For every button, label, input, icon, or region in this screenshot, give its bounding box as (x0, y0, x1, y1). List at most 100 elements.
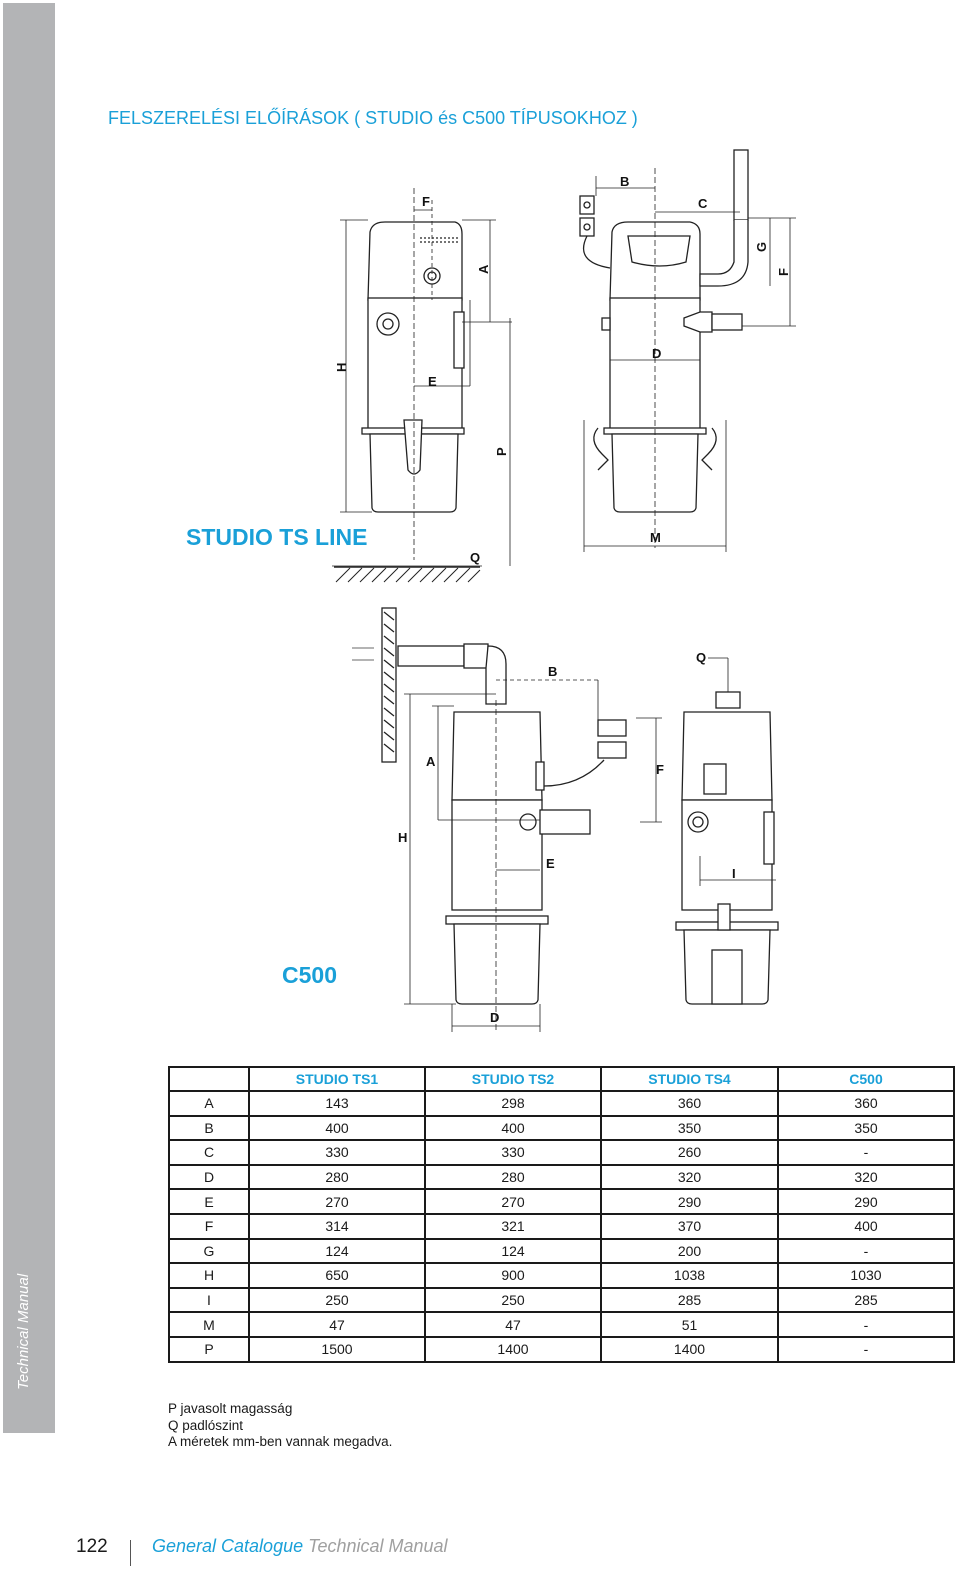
table-cell: H (168, 1262, 250, 1289)
sidebar-label: Technical Manual (15, 1273, 32, 1390)
installation-drawing: F A H E P Q B C G F D M B Q A F H E I D (332, 149, 796, 1032)
table-cell: 1038 (600, 1262, 779, 1289)
table-cell: 200 (600, 1237, 779, 1265)
table-cell: 250 (424, 1286, 602, 1314)
dim-label: H (334, 363, 349, 372)
dim-label: C (698, 196, 708, 211)
dim-label: F (656, 762, 664, 777)
footnotes: P javasolt magasság Q padlószint A méret… (168, 1401, 392, 1451)
table-cell: 124 (424, 1237, 602, 1265)
section-title-studio-ts: STUDIO TS LINE (186, 524, 368, 550)
table-cell: 350 (777, 1114, 955, 1142)
dim-label: D (490, 1010, 499, 1025)
dim-label: E (546, 856, 555, 871)
dim-label: A (426, 754, 436, 769)
footer-catalogue: General Catalogue (152, 1536, 304, 1556)
table-cell: 314 (248, 1212, 426, 1240)
table-cell: 270 (424, 1188, 602, 1215)
studio-ts-front-dimensions (583, 168, 796, 552)
footnote: P javasolt magasság (168, 1401, 293, 1416)
table-cell: 1030 (777, 1262, 955, 1289)
table-cell: - (777, 1139, 955, 1166)
table-cell: 285 (777, 1286, 955, 1314)
table-cell: E (168, 1188, 250, 1215)
table-header: C500 (777, 1066, 955, 1092)
table-cell: B (168, 1114, 250, 1142)
table-header: STUDIO TS1 (248, 1066, 426, 1092)
table-header: STUDIO TS4 (600, 1066, 779, 1092)
table-cell: 360 (600, 1090, 779, 1117)
dim-label: B (548, 664, 557, 679)
dim-label: A (476, 264, 491, 274)
sidebar-band (3, 3, 55, 1433)
studio-ts-front-unit (579, 149, 749, 513)
footer-title: General Catalogue Technical Manual (152, 1536, 448, 1557)
footer-divider (130, 1540, 131, 1566)
section-title-c500: C500 (282, 962, 337, 988)
table-cell: F (168, 1212, 250, 1240)
table-cell: 1400 (424, 1335, 602, 1363)
footnote: Q padlószint (168, 1417, 244, 1433)
c500-side-dimensions (404, 679, 662, 1032)
table-cell: 400 (424, 1114, 602, 1142)
table-cell: 350 (600, 1114, 779, 1142)
table-cell: A (168, 1090, 250, 1117)
dim-label: Q (470, 550, 480, 565)
dimension-letters: F A H E P Q B C G F D M B Q A F H E I D (334, 174, 791, 1025)
table-cell: G (168, 1237, 250, 1265)
table-cell: 290 (600, 1188, 779, 1215)
footnote: A méretek mm-ben vannak megadva. (168, 1434, 393, 1449)
table-cell: - (777, 1237, 955, 1265)
dim-label: B (620, 174, 629, 189)
table-cell: 370 (600, 1212, 779, 1240)
table-cell: 270 (248, 1188, 426, 1215)
table-cell: 298 (424, 1090, 602, 1117)
table-header: STUDIO TS2 (424, 1066, 602, 1092)
dim-label: F (422, 194, 430, 209)
c500-front-unit (675, 691, 779, 1005)
table-cell: 1500 (248, 1335, 426, 1363)
page-title: FELSZERELÉSI ELŐÍRÁSOK ( STUDIO és C500 … (108, 108, 638, 128)
table-cell: 1400 (600, 1335, 779, 1363)
dim-label: F (776, 268, 791, 276)
table-cell: 143 (248, 1090, 426, 1117)
page-number: 122 (76, 1536, 108, 1557)
table-cell: 47 (248, 1311, 426, 1338)
table-cell: 320 (600, 1163, 779, 1191)
table-cell: 650 (248, 1262, 426, 1289)
dim-label: P (494, 447, 509, 456)
footer-manual: Technical Manual (308, 1536, 448, 1556)
table-cell: 330 (424, 1139, 602, 1166)
table-cell: I (168, 1286, 250, 1314)
dim-label: Q (696, 650, 706, 665)
table-cell: D (168, 1163, 250, 1191)
table-cell: - (777, 1335, 955, 1363)
table-cell: 321 (424, 1212, 602, 1240)
table-cell: 47 (424, 1311, 602, 1338)
floor-hatch (334, 566, 481, 583)
c500-side-unit (352, 607, 627, 1005)
table-cell: C (168, 1139, 250, 1166)
table-header (168, 1066, 250, 1092)
table-cell: 250 (248, 1286, 426, 1314)
table-cell: 290 (777, 1188, 955, 1215)
table-cell: 320 (777, 1163, 955, 1191)
table-cell: 400 (248, 1114, 426, 1142)
table-cell: 360 (777, 1090, 955, 1117)
dim-label: M (650, 530, 661, 545)
dim-label: H (398, 830, 407, 845)
table-cell: 260 (600, 1139, 779, 1166)
c500-front-dimensions (699, 657, 776, 886)
table-cell: 900 (424, 1262, 602, 1289)
